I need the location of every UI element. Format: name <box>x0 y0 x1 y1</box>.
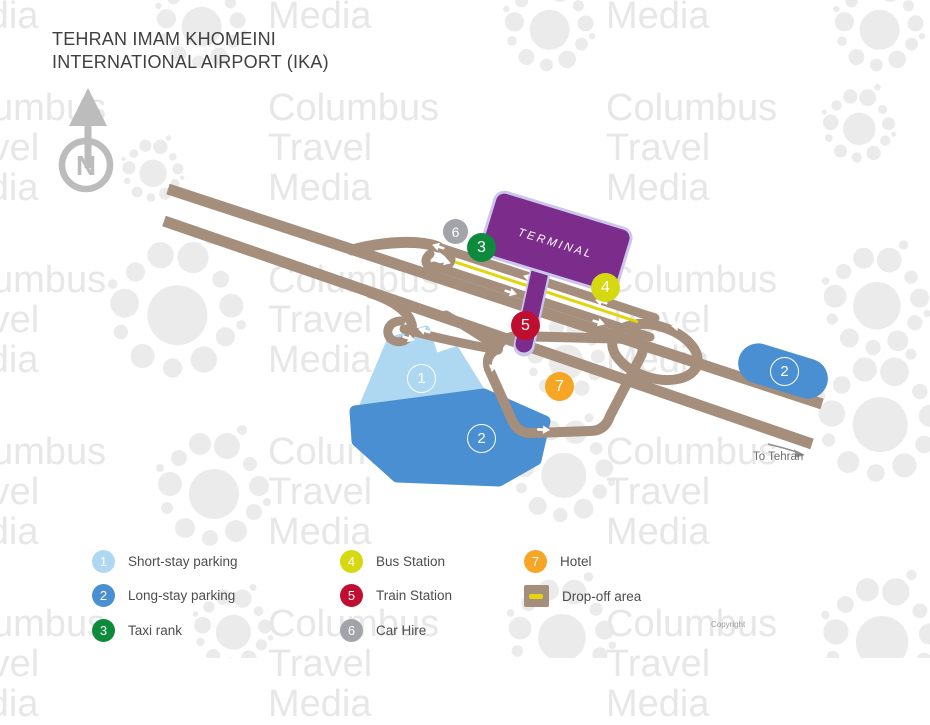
marker-number: 4 <box>601 278 610 296</box>
legend-number: 2 <box>99 587 108 603</box>
page-title: TEHRAN IMAM KHOMEINI INTERNATIONAL AIRPO… <box>52 29 329 73</box>
legend-item-long-stay: 2 Long-stay parking <box>92 583 235 607</box>
legend: 1 Short-stay parking 2 Long-stay parking… <box>0 540 930 650</box>
marker-long-stay-parking: 2 <box>467 424 496 453</box>
legend-item-train-station: 5 Train Station <box>340 583 452 607</box>
legend-item-car-hire: 6 Car Hire <box>340 618 426 642</box>
marker-train-station: 5 <box>511 311 540 340</box>
road-segment <box>421 242 456 273</box>
legend-label: Long-stay parking <box>128 587 236 603</box>
marker-car-hire: 6 <box>443 219 468 244</box>
legend-item-bus-station: 4 Bus Station <box>340 549 445 573</box>
legend-dot-hotel: 7 <box>524 549 547 573</box>
legend-label: Hotel <box>560 553 592 569</box>
to-tehran-arrowhead <box>794 449 805 458</box>
marker-hotel: 7 <box>545 372 574 401</box>
legend-number: 5 <box>347 587 356 603</box>
legend-label: Bus Station <box>376 553 446 569</box>
long-stay-parking-area <box>349 388 551 487</box>
marker-short-stay-parking: 1 <box>407 364 436 393</box>
legend-dot-train-station: 5 <box>340 583 363 607</box>
compass-n-label: N <box>76 150 96 181</box>
legend-item-drop-off: Drop-off area <box>524 584 641 608</box>
legend-dot-taxi-rank: 3 <box>92 618 115 642</box>
legend-number: 1 <box>99 553 108 569</box>
legend-label: Train Station <box>376 587 453 603</box>
legend-item-hotel: 7 Hotel <box>524 549 592 573</box>
legend-dot-car-hire: 6 <box>340 618 363 642</box>
marker-number: 2 <box>780 363 789 380</box>
terminal-building <box>479 190 633 294</box>
legend-item-taxi-rank: 3 Taxi rank <box>92 618 182 642</box>
marker-bus-station: 4 <box>591 273 620 302</box>
legend-swatch-drop-off <box>524 585 549 607</box>
legend-dot-short-stay: 1 <box>92 549 115 573</box>
legend-label: Taxi rank <box>128 622 183 638</box>
marker-number: 1 <box>417 370 426 387</box>
legend-label: Short-stay parking <box>128 553 238 569</box>
marker-number: 5 <box>521 316 530 334</box>
u-turn-loop <box>607 319 703 385</box>
legend-label: Car Hire <box>376 622 427 638</box>
marker-long-stay-parking-east: 2 <box>770 357 799 386</box>
compass-north-icon: N <box>58 88 114 193</box>
legend-item-short-stay: 1 Short-stay parking <box>92 549 238 573</box>
to-tehran-label: To Tehran <box>753 451 804 463</box>
legend-dot-bus-station: 4 <box>340 549 363 573</box>
road-segment <box>166 183 824 410</box>
legend-label: Drop-off area <box>562 588 642 604</box>
marker-taxi-rank: 3 <box>467 233 496 262</box>
road-segment <box>162 215 814 450</box>
legend-number: 6 <box>347 622 356 638</box>
legend-number: 3 <box>99 622 108 638</box>
marker-number: 2 <box>477 430 486 447</box>
copyright-label: Copyright <box>711 620 746 629</box>
legend-number: 4 <box>347 553 356 569</box>
legend-number: 7 <box>531 553 540 569</box>
legend-dot-long-stay: 2 <box>92 583 115 607</box>
marker-number: 6 <box>451 223 460 240</box>
marker-number: 7 <box>555 377 564 395</box>
marker-number: 3 <box>477 238 486 256</box>
drop-off-line-icon <box>529 594 543 599</box>
road-segment <box>346 236 444 256</box>
